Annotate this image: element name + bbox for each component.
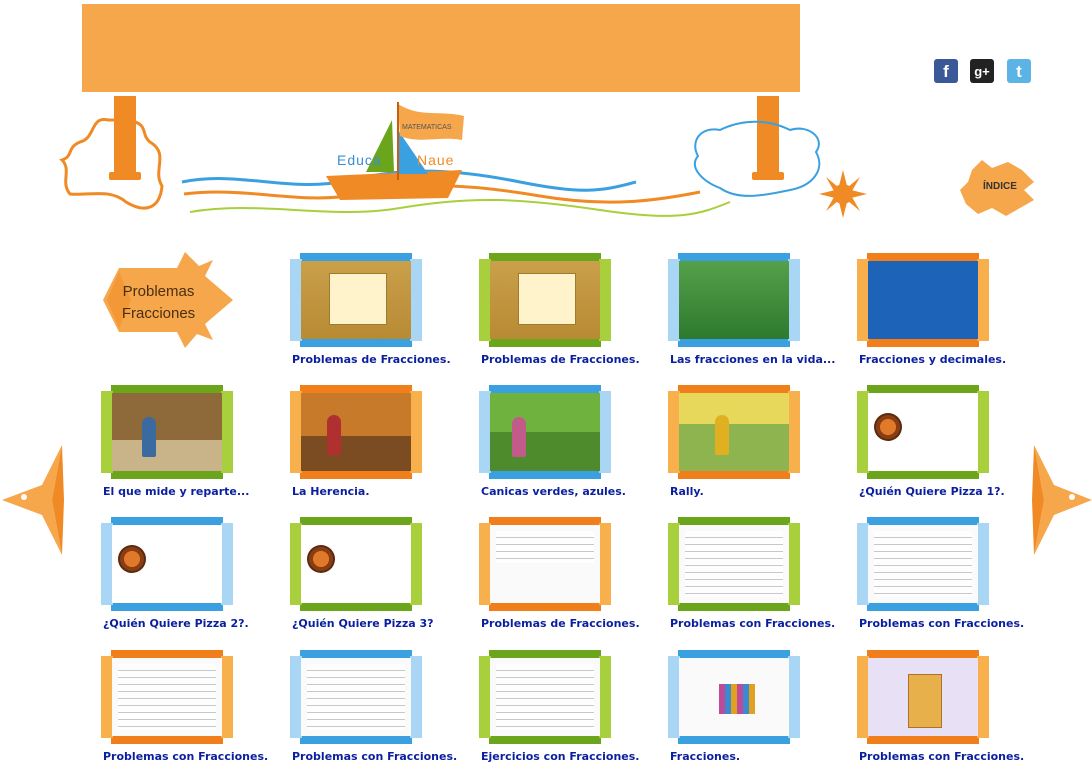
activity-card[interactable]: ¿Quién Quiere Pizza 3? <box>290 517 434 637</box>
activity-card[interactable]: ¿Quién Quiere Pizza 2?. <box>101 517 249 637</box>
logo-flag-text: MATEMATICAS <box>402 124 452 131</box>
card-thumbnail <box>868 393 978 471</box>
section-badge-shape <box>103 252 233 348</box>
card-frame <box>479 385 611 479</box>
card-frame <box>668 650 800 744</box>
logo-word-educa: Educa <box>337 152 382 168</box>
card-frame <box>479 253 611 347</box>
activity-card[interactable]: ¿Quién Quiere Pizza 1?. <box>857 385 1005 505</box>
card-frame <box>857 517 989 611</box>
activity-card[interactable]: Problemas con Fracciones. <box>290 650 457 770</box>
card-frame <box>479 517 611 611</box>
banner-post-right <box>752 96 784 180</box>
card-frame <box>101 650 233 744</box>
card-thumbnail <box>490 525 600 603</box>
indice-label[interactable]: ÍNDICE <box>983 181 1017 192</box>
card-thumbnail <box>112 658 222 736</box>
header-banner <box>82 4 800 92</box>
indice-button[interactable] <box>960 160 1034 216</box>
activity-card[interactable]: Problemas de Fracciones. <box>290 253 451 373</box>
card-title[interactable]: Rally. <box>670 485 704 498</box>
card-frame <box>290 517 422 611</box>
card-frame <box>290 385 422 479</box>
card-frame <box>290 650 422 744</box>
banner-post-left <box>109 96 141 180</box>
card-thumbnail <box>679 525 789 603</box>
card-frame <box>857 385 989 479</box>
card-frame <box>668 385 800 479</box>
card-frame <box>668 253 800 347</box>
card-frame <box>479 650 611 744</box>
card-frame <box>101 517 233 611</box>
card-thumbnail <box>868 525 978 603</box>
activity-card[interactable]: Ejercicios con Fracciones. <box>479 650 639 770</box>
card-thumbnail <box>301 525 411 603</box>
card-thumbnail <box>301 261 411 339</box>
card-title[interactable]: La Herencia. <box>292 485 370 498</box>
card-thumbnail <box>490 261 600 339</box>
card-title[interactable]: Las fracciones en la vida... <box>670 353 836 366</box>
card-title[interactable]: Fracciones y decimales. <box>859 353 1007 366</box>
section-badge-line1: Problemas <box>122 283 195 300</box>
header-decoration <box>59 102 867 218</box>
card-title[interactable]: Canicas verdes, azules. <box>481 485 626 498</box>
activity-card[interactable]: Problemas con Fracciones. <box>101 650 268 770</box>
card-title[interactable]: Problemas de Fracciones. <box>292 353 451 366</box>
card-title[interactable]: Problemas con Fracciones. <box>670 617 836 630</box>
card-thumbnail <box>490 658 600 736</box>
activity-card[interactable]: Canicas verdes, azules. <box>479 385 626 505</box>
card-title[interactable]: Fracciones. <box>670 750 741 763</box>
activity-card[interactable]: Problemas con Fracciones. <box>857 517 1024 637</box>
card-thumbnail <box>112 525 222 603</box>
facebook-icon[interactable]: f <box>934 59 958 83</box>
activity-card[interactable]: Fracciones y decimales. <box>857 253 1006 373</box>
section-badge-text: Problemas Fracciones <box>106 281 211 325</box>
google-plus-icon[interactable]: g+ <box>970 59 994 83</box>
card-title[interactable]: Ejercicios con Fracciones. <box>481 750 640 763</box>
card-frame <box>290 253 422 347</box>
card-title[interactable]: ¿Quién Quiere Pizza 3? <box>292 617 434 630</box>
card-frame <box>668 517 800 611</box>
card-title[interactable]: ¿Quién Quiere Pizza 1?. <box>859 485 1005 498</box>
card-thumbnail <box>301 393 411 471</box>
card-title[interactable]: Problemas de Fracciones. <box>481 617 640 630</box>
activity-card[interactable]: Problemas de Fracciones. <box>479 517 640 637</box>
right-fish-arrow-icon[interactable] <box>1032 445 1092 555</box>
card-title[interactable]: Problemas con Fracciones. <box>292 750 458 763</box>
card-thumbnail <box>301 658 411 736</box>
activity-card[interactable]: Problemas de Fracciones. <box>479 253 640 373</box>
activity-card[interactable]: La Herencia. <box>290 385 424 505</box>
card-frame <box>857 650 989 744</box>
card-thumbnail <box>679 658 789 736</box>
activity-card[interactable]: Fracciones. <box>668 650 802 770</box>
card-thumbnail <box>679 393 789 471</box>
activity-card[interactable]: Problemas con Fracciones. <box>668 517 835 637</box>
card-frame <box>101 385 233 479</box>
card-thumbnail <box>679 261 789 339</box>
card-thumbnail <box>868 658 978 736</box>
card-title[interactable]: ¿Quién Quiere Pizza 2?. <box>103 617 249 630</box>
twitter-icon[interactable]: t <box>1007 59 1031 83</box>
card-title[interactable]: Problemas de Fracciones. <box>481 353 640 366</box>
card-thumbnail <box>868 261 978 339</box>
card-title[interactable]: Problemas con Fracciones. <box>859 617 1025 630</box>
activity-card[interactable]: Problemas con Fracciones. <box>857 650 1024 770</box>
card-title[interactable]: Problemas con Fracciones. <box>859 750 1025 763</box>
card-title[interactable]: El que mide y reparte... <box>103 485 250 498</box>
activity-card[interactable]: El que mide y reparte... <box>101 385 249 505</box>
card-thumbnail <box>490 393 600 471</box>
activity-card[interactable]: Las fracciones en la vida... <box>668 253 835 373</box>
card-thumbnail <box>112 393 222 471</box>
card-frame <box>857 253 989 347</box>
activity-card[interactable]: Rally. <box>668 385 802 505</box>
card-title[interactable]: Problemas con Fracciones. <box>103 750 269 763</box>
left-fish-arrow-icon[interactable] <box>2 445 64 555</box>
logo-word-naue: Naue <box>417 152 455 168</box>
section-badge-line2: Fracciones <box>121 305 196 322</box>
